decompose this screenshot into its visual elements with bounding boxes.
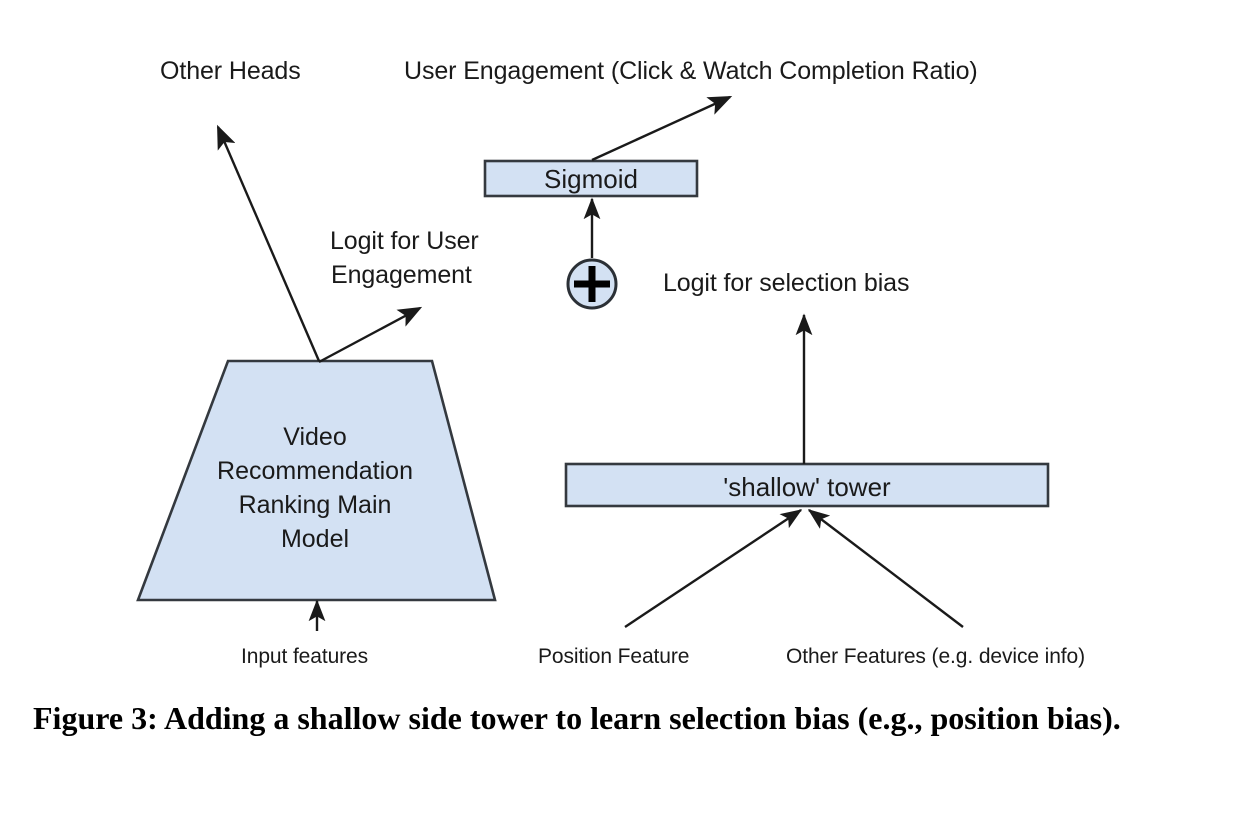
label-logit-user-engagement-line2: Engagement [331,261,472,289]
sigmoid-box-label: Sigmoid [544,164,638,194]
sigmoid-box [483,159,699,198]
shallow-tower-label: 'shallow' tower [723,472,891,502]
main-model-label-line3: Ranking Main [238,491,392,519]
diagram-canvas [136,95,1050,631]
label-other-heads: Other Heads [160,57,301,85]
figure-caption: Figure 3: Adding a shallow side tower to… [33,700,1121,736]
main-model-label: Video Recommendation Ranking Main Model [170,420,460,556]
label-input-features: Input features [241,645,369,668]
label-logit-user-engagement-line1: Logit for User [330,227,479,255]
main-model-label-line1: Video [283,423,347,451]
label-user-engagement: User Engagement (Click & Watch Completio… [404,57,978,85]
arrow-main-model-to-user-engagement-logit [318,306,423,364]
label-other-features: Other Features (e.g. device info) [786,645,1086,668]
label-logit-selection-bias: Logit for selection bias [663,269,910,297]
main-model-trapezoid [136,359,497,602]
arrow-main-model-to-other-heads [216,124,321,362]
main-model-label-line4: Model [280,525,350,553]
plus-glyph [574,266,610,302]
arrow-position-feature-to-shallow-tower [624,509,803,628]
main-model-label-line2: Recommendation [217,457,413,485]
arrow-other-features-to-shallow-tower [807,509,964,628]
shallow-tower-box [564,462,1050,508]
arrow-sigmoid-to-user-engagement [591,95,733,162]
label-position-feature: Position Feature [538,645,690,668]
